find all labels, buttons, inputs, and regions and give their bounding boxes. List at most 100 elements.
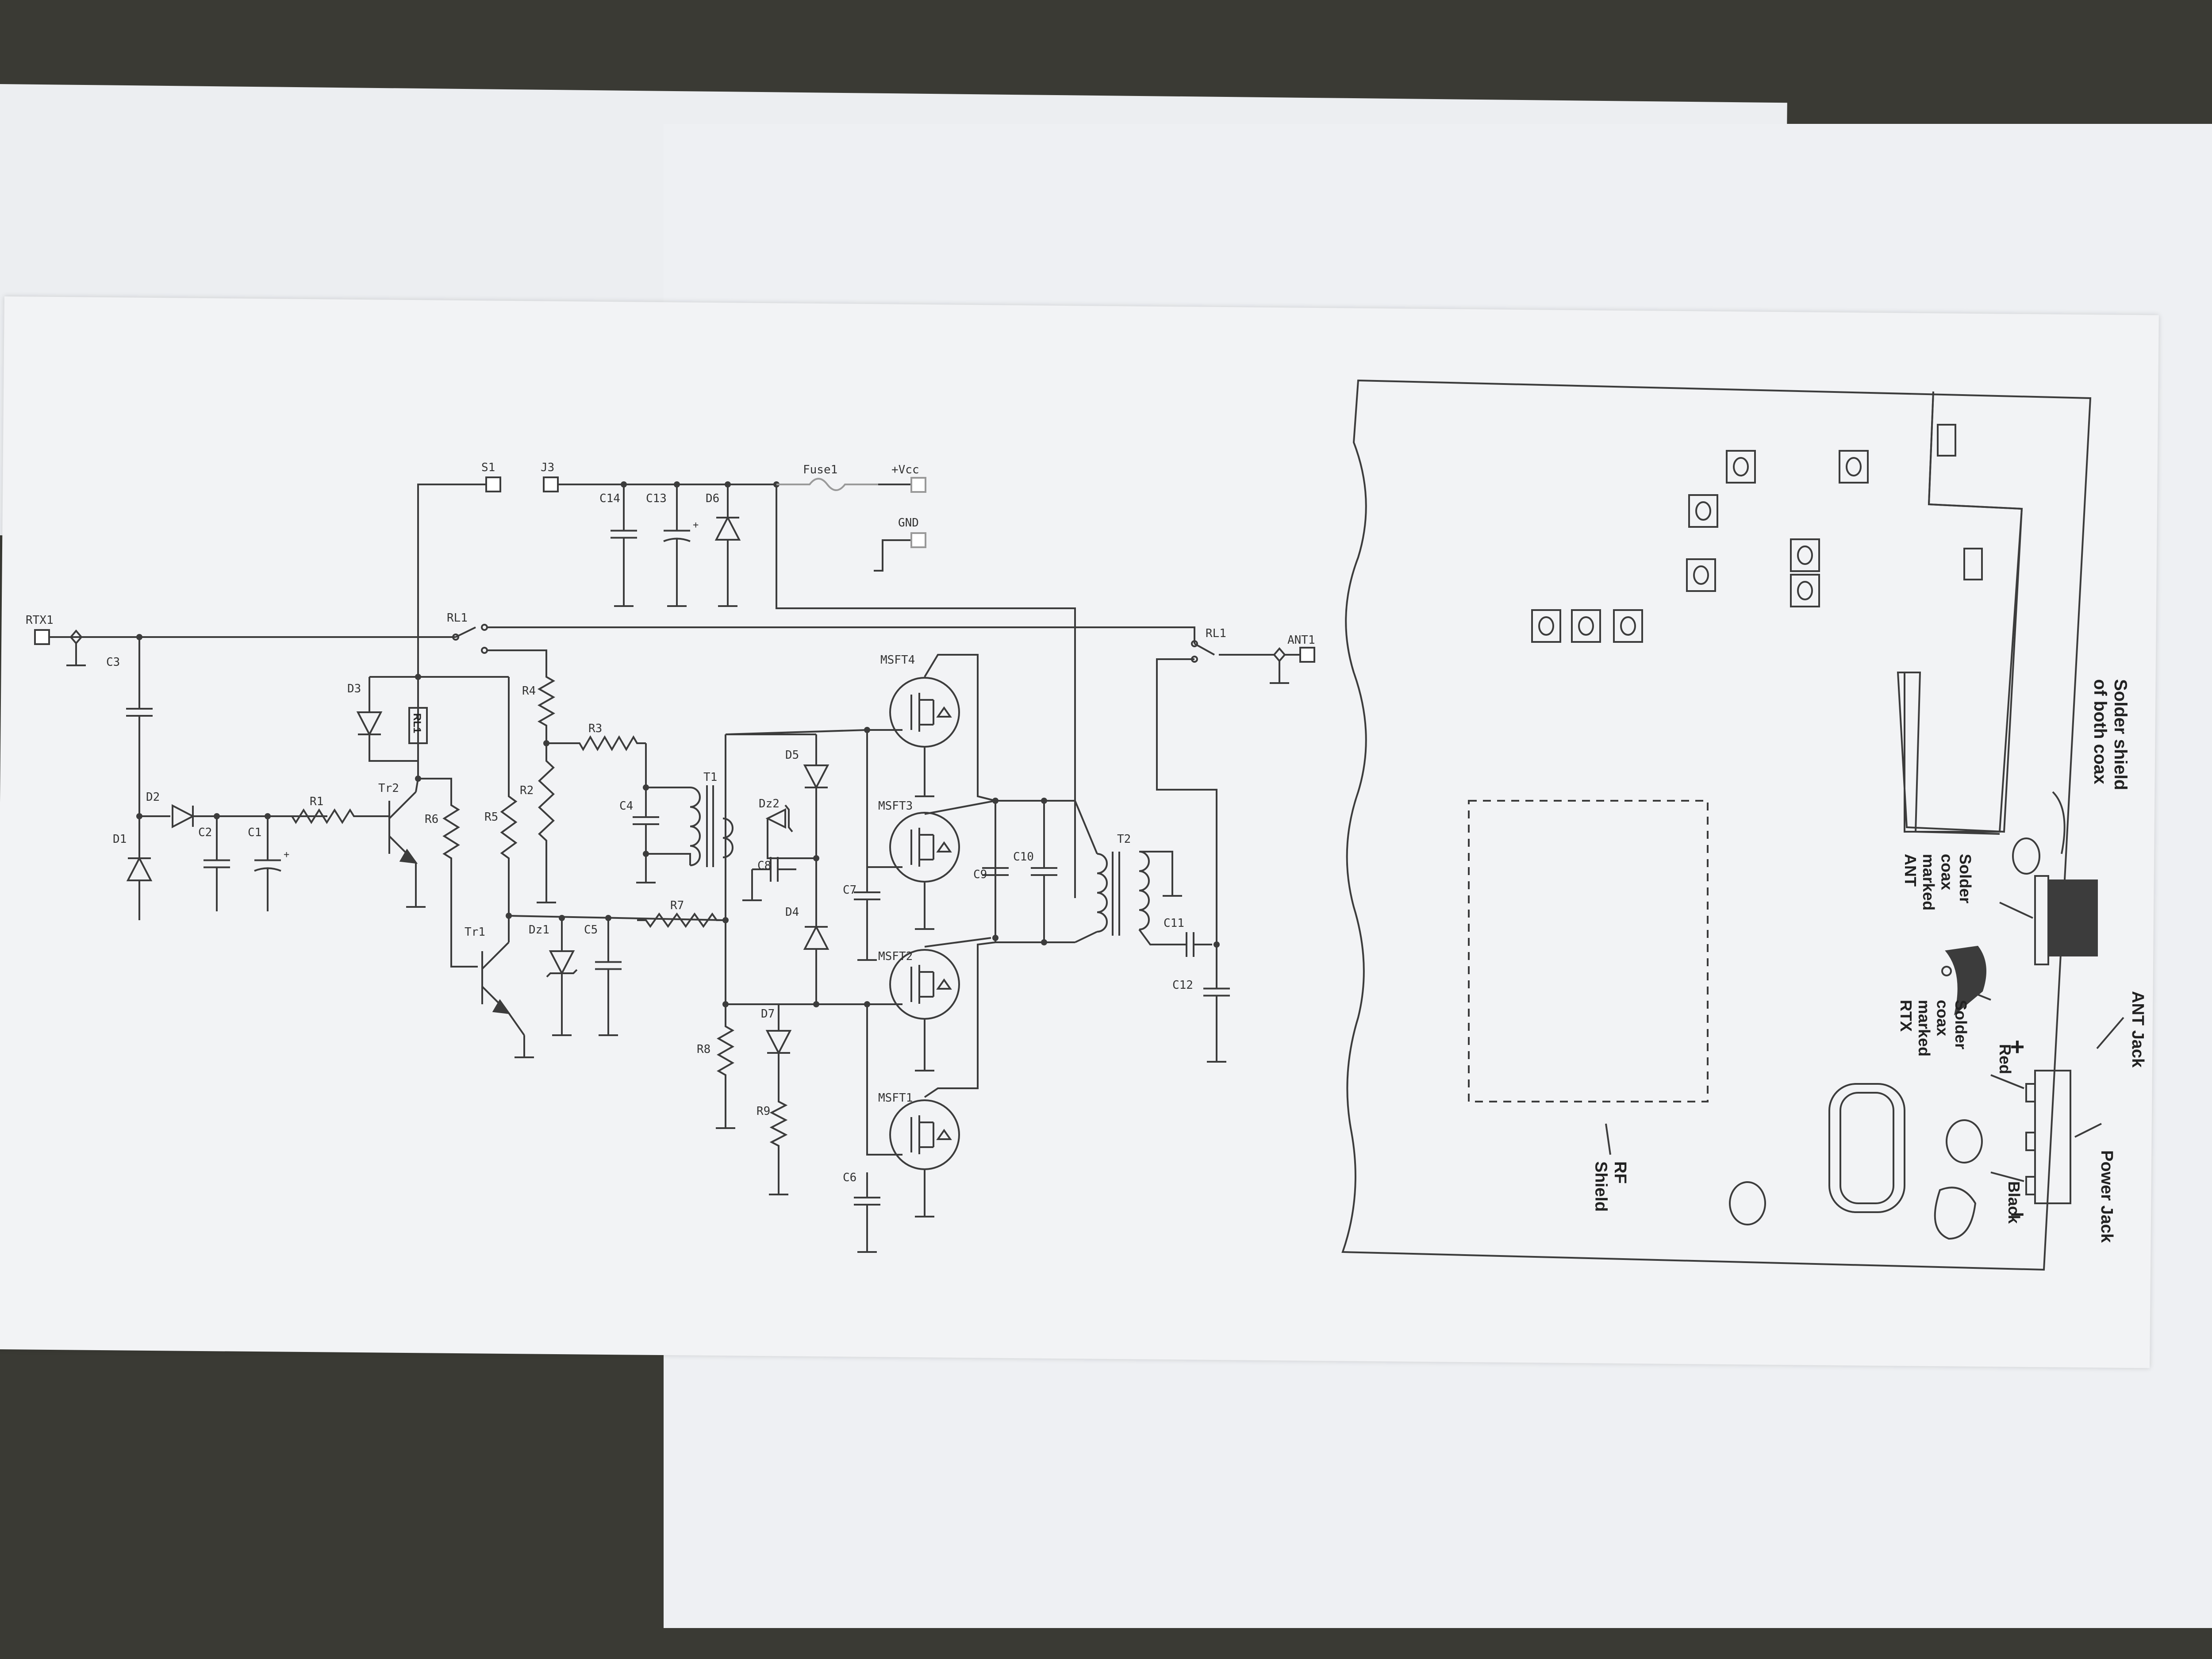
mosfet-msft2: [889, 949, 960, 1020]
transistor-arrow: [399, 849, 418, 864]
solder-pad-hole: [1797, 545, 1813, 565]
solder-pad: [1688, 494, 1718, 528]
note-black-wire-line: Black: [2005, 1181, 2023, 1224]
capacitor-polarity: +: [284, 849, 289, 860]
mosfet-label-msft4: MSFT4: [880, 653, 915, 667]
note-minus: –: [2010, 1198, 2024, 1226]
mosfet-body-diode: [936, 978, 952, 990]
terminal-vcc: [910, 477, 926, 493]
t1-primary: [690, 787, 701, 866]
capacitor-c6: C6: [843, 1171, 856, 1184]
mosfet-body-diode: [936, 706, 952, 718]
msft2-drain: [924, 937, 991, 948]
black-wire-grommet: [1934, 1187, 1977, 1240]
terminal-ant1: [1299, 647, 1315, 663]
solder-pad-hole: [1846, 457, 1862, 476]
solder-pad-hole: [1797, 581, 1813, 600]
note-ant-jack-line: ANT Jack: [2128, 991, 2147, 1068]
mosfet-msft1: [889, 1099, 960, 1170]
relay-label-right: RL1: [1206, 627, 1226, 640]
resistor-label-r5: R5: [484, 810, 498, 824]
msft1-gate: [866, 1004, 902, 1156]
transistor-collector: [481, 941, 510, 970]
t2-secondary: [1139, 851, 1150, 930]
t2-primary: [1097, 853, 1108, 933]
diode-dz1: [549, 950, 575, 975]
junction-dot: [415, 674, 421, 680]
t2-primary-in: [1074, 800, 1098, 854]
relay-contact-point: [481, 624, 488, 631]
power-jack-arrow: [2074, 1123, 2102, 1138]
pcb-layout-drawing: [1341, 379, 2124, 1271]
junction-dot: [559, 915, 565, 921]
rtx-connector-symbol: [69, 629, 83, 645]
mosfet-msft4: [889, 677, 960, 748]
solder-pad-hole: [1733, 457, 1749, 476]
terminal-label-rtx1: RTX1: [26, 614, 54, 627]
rf-shield-arrow: [1605, 1123, 1611, 1155]
terminal-label-s1: S1: [481, 461, 495, 474]
pcb-outline: [1341, 379, 2092, 1271]
note-solder-shield-line: Solder shield: [2111, 679, 2130, 790]
solder-pad: [1839, 450, 1869, 484]
t2-secondary-top: [1139, 851, 1173, 874]
capacitor-polarity: +: [693, 520, 699, 531]
resistor-r1: [283, 808, 363, 824]
note-rf-shield-line: RF: [1611, 1161, 1629, 1184]
note-power-jack: Power Jack: [2097, 1150, 2116, 1243]
r6-to-tr1: [450, 867, 478, 968]
power-jack-pin: [2025, 1132, 2036, 1151]
terminal-label-vcc: +Vcc: [891, 463, 919, 476]
zener-label-dz2: Dz2: [759, 797, 780, 810]
schematic-wiring: [49, 484, 1301, 1194]
t1-primary-return: [646, 853, 691, 865]
solder-pad-hole: [1538, 616, 1554, 636]
solder-pad: [1726, 450, 1756, 484]
terminal-j3: [543, 476, 559, 492]
s1-line: [417, 484, 486, 677]
junction-dot: [722, 917, 729, 923]
junction-dot: [813, 855, 819, 861]
relay-contact-point: [1191, 656, 1198, 663]
resistor-label-r3: R3: [588, 722, 602, 735]
resistor-r9: [769, 1093, 788, 1155]
relay-contact-point: [481, 647, 488, 654]
bias-line: [508, 915, 726, 921]
junction-dot: [136, 813, 142, 819]
red-wire-arrow: [1990, 1074, 2024, 1089]
resistor-label-r9: R9: [757, 1105, 770, 1118]
solder-pad: [1790, 538, 1820, 572]
solder-pad: [1686, 558, 1716, 592]
diode-d6: [714, 515, 741, 541]
gnd-lead: [874, 539, 911, 572]
solder-pad-hole: [1620, 616, 1636, 636]
relay-label-left: RL1: [447, 611, 468, 625]
r3-to-t1: [645, 743, 690, 788]
junction-dot: [543, 740, 549, 746]
relay-pivot: [1191, 640, 1198, 647]
capacitor-c10: C10: [1013, 850, 1034, 864]
capacitor-c14: C14: [599, 492, 620, 505]
regulator-inner: [1839, 1092, 1894, 1204]
t2-secondary-out: [1138, 929, 1168, 945]
resistor-label-r8: R8: [697, 1043, 710, 1056]
d3-lead: [369, 734, 418, 762]
schematic-components: [34, 476, 1315, 1253]
note-solder-rtx-line: marked: [1915, 1000, 1933, 1056]
diode-label-d2-pos: D2: [146, 791, 160, 804]
junction-dot: [725, 481, 731, 488]
black-wire-arrow: [1990, 1171, 2024, 1182]
junction-dot: [813, 1001, 819, 1007]
solder-pad-hole: [1695, 501, 1711, 521]
vcc-to-t2: [776, 484, 1076, 898]
junction-dot: [722, 1001, 729, 1007]
capacitor-c2: C2: [198, 826, 212, 839]
junction-dot: [506, 913, 512, 919]
zener-bar: [546, 969, 578, 978]
mounting-hole: [1946, 1119, 1983, 1164]
power-jack-pin: [2025, 1083, 2036, 1102]
note-solder-ant-line: coax: [1938, 854, 1956, 890]
dz2-line: [767, 818, 816, 859]
fuse-symbol: [776, 478, 878, 491]
